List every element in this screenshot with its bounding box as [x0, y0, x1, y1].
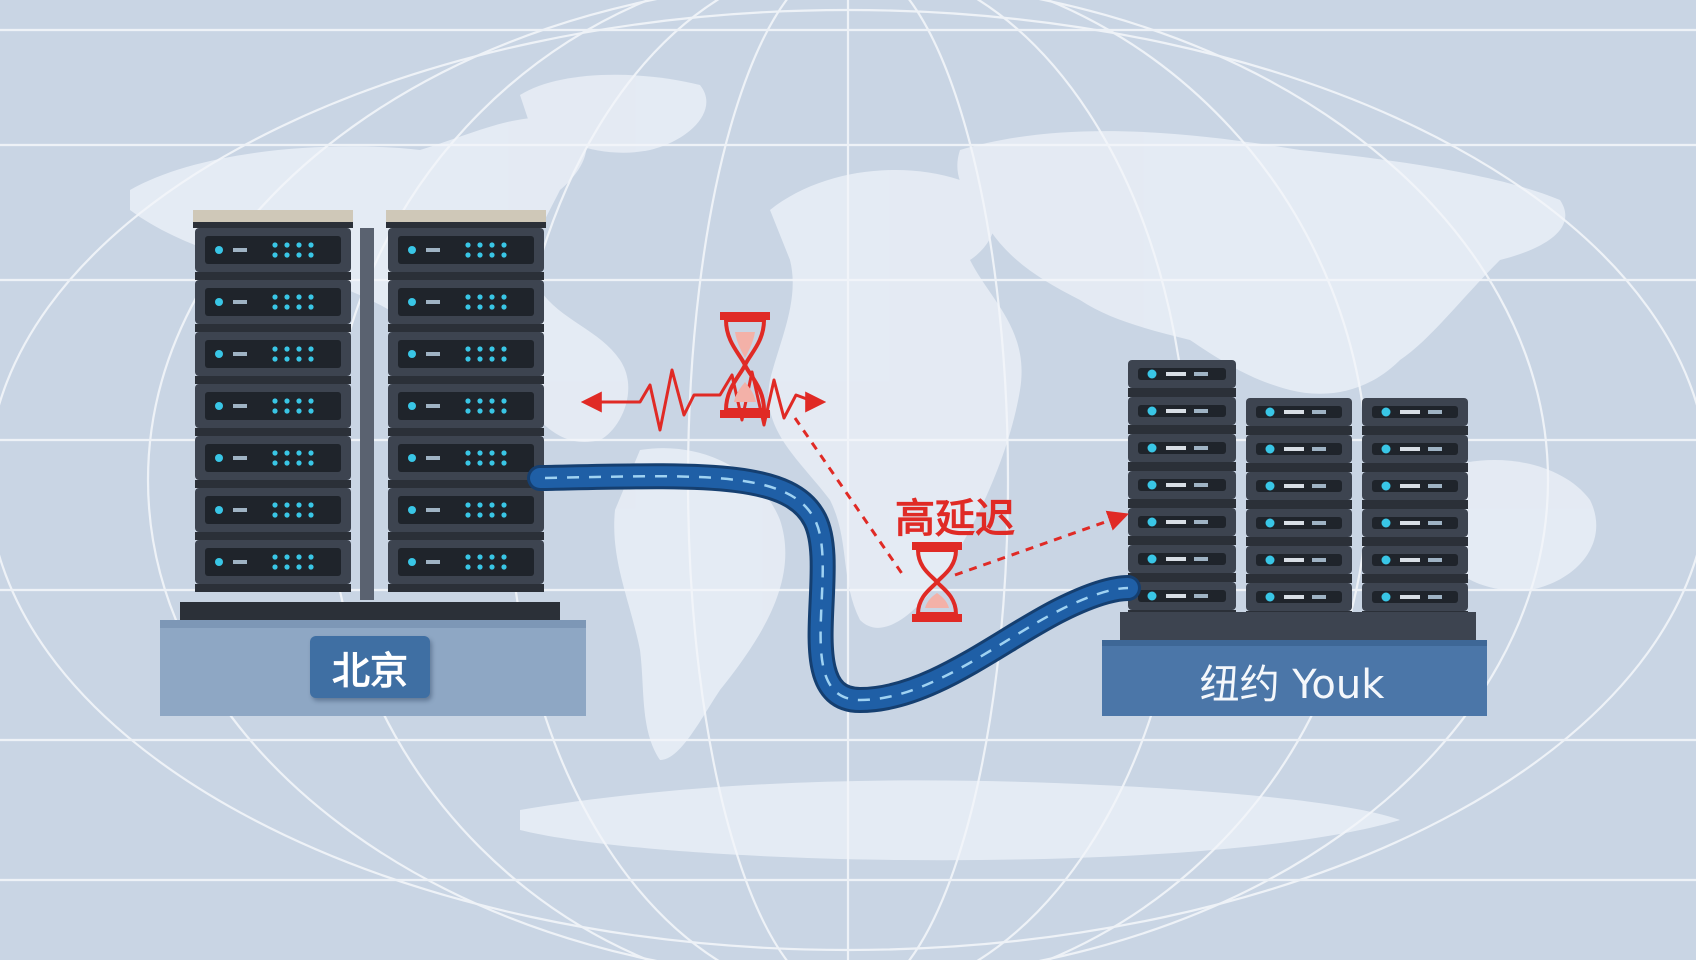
map-australia: [1430, 460, 1597, 591]
map-antarctica: [520, 780, 1400, 861]
server-unit: [1128, 508, 1236, 545]
server-unit: [1246, 398, 1352, 435]
newyork-label: 纽约 Youk: [1199, 662, 1385, 708]
server-unit: [1246, 435, 1352, 472]
server-unit: [1246, 509, 1352, 546]
map-greenland: [520, 74, 707, 153]
server-unit: [195, 488, 351, 540]
rack-spine: [360, 228, 374, 600]
server-rack-icon: [1128, 360, 1236, 619]
server-rack-icon: [1246, 398, 1352, 620]
beijing-server-racks: [180, 210, 560, 620]
server-unit: [1362, 509, 1468, 546]
hourglass-icon: [720, 312, 770, 418]
server-unit: [388, 280, 544, 332]
server-unit: [1128, 545, 1236, 582]
server-unit: [388, 488, 544, 540]
server-unit: [1362, 435, 1468, 472]
server-unit: [1128, 360, 1236, 397]
newyork-server-racks: [1120, 360, 1476, 640]
latency-path: [793, 417, 1129, 579]
server-unit: [1128, 471, 1236, 508]
server-unit: [388, 332, 544, 384]
server-unit: [388, 540, 544, 592]
server-unit: [195, 436, 351, 488]
server-unit: [1128, 397, 1236, 434]
server-unit: [388, 436, 544, 488]
server-unit: [1246, 472, 1352, 509]
rack-base: [1120, 612, 1476, 640]
beijing-label: 北京: [310, 636, 430, 698]
server-rack-icon: [193, 210, 353, 592]
server-unit: [195, 228, 351, 280]
server-unit: [195, 540, 351, 592]
map-europe-africa: [768, 170, 1022, 628]
zigzag-signal-icon: [580, 368, 827, 432]
latency-label: 高延迟: [895, 496, 1015, 542]
map-south-america: [614, 448, 786, 760]
server-unit: [1362, 546, 1468, 583]
server-unit: [195, 332, 351, 384]
server-unit: [1246, 546, 1352, 583]
hourglass-icon: [912, 542, 962, 622]
server-rack-icon: [1362, 398, 1468, 620]
server-unit: [388, 228, 544, 280]
server-unit: [1362, 398, 1468, 435]
server-rack-icon: [386, 210, 546, 592]
newyork-platform: [1102, 640, 1487, 716]
map-asia: [957, 131, 1566, 394]
network-cable: [527, 463, 1141, 714]
rack-base: [180, 602, 560, 620]
server-unit: [195, 280, 351, 332]
server-unit: [388, 384, 544, 436]
server-unit: [1362, 472, 1468, 509]
server-unit: [195, 384, 351, 436]
server-unit: [1128, 434, 1236, 471]
